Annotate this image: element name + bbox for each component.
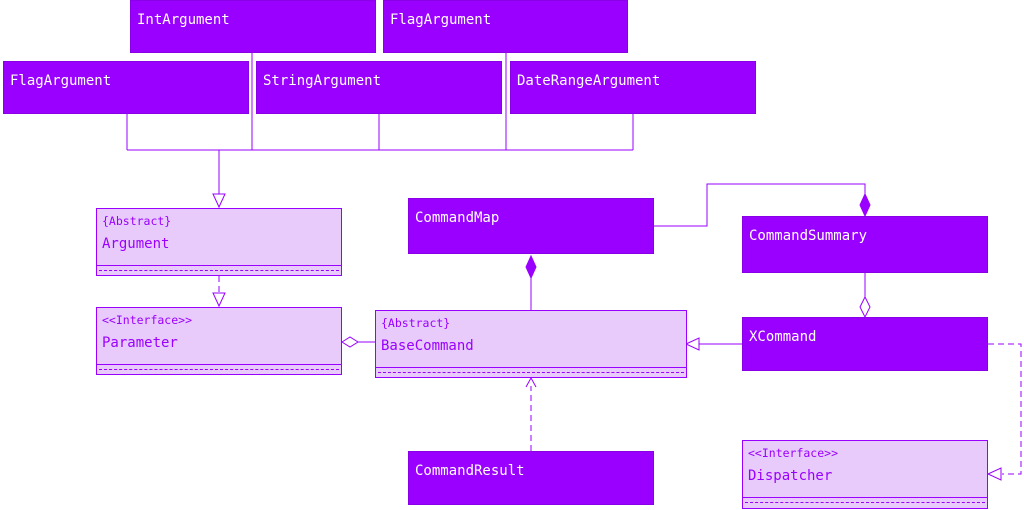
command-map-name: CommandMap <box>415 210 500 226</box>
argument-methods-divider <box>99 270 339 271</box>
composition-diamond-commandsummary <box>859 192 871 218</box>
flag-argument-top-name: FlagArgument <box>390 12 492 28</box>
string-argument-name: StringArgument <box>263 73 382 89</box>
int-argument-name: IntArgument <box>137 12 230 28</box>
aggregation-diamond-parameter <box>341 336 359 348</box>
composition-diamond-commandmap <box>525 254 537 280</box>
base-command-name: BaseCommand <box>381 338 474 354</box>
dependency-arrowhead-basecommand <box>525 376 537 388</box>
command-summary-name: CommandSummary <box>749 228 868 244</box>
parameter-stereotype: <<Interface>> <box>102 313 193 327</box>
parameter-methods-divider <box>99 369 339 370</box>
date-range-argument-name: DateRangeArgument <box>517 73 661 89</box>
dispatcher-interface[interactable]: <<Interface>> Dispatcher <box>742 440 988 509</box>
base-command-abstract-class[interactable]: {Abstract} BaseCommand <box>375 310 687 378</box>
x-command-class[interactable]: XCommand <box>742 317 988 371</box>
flag-argument-top-class[interactable]: FlagArgument <box>383 0 628 53</box>
realization-arrowhead-dispatcher <box>986 467 1002 481</box>
command-map-class[interactable]: CommandMap <box>408 198 654 254</box>
base-command-methods-divider <box>378 372 684 373</box>
dispatcher-stereotype: <<Interface>> <box>748 446 839 460</box>
base-command-attributes-divider <box>376 367 686 368</box>
dispatcher-name: Dispatcher <box>748 468 833 484</box>
argument-name: Argument <box>102 236 170 252</box>
command-result-class[interactable]: CommandResult <box>408 451 654 505</box>
composition-line-commandmap-commandsummary <box>654 183 866 227</box>
parameter-attributes-divider <box>97 364 341 365</box>
aggregation-diamond-xcommand <box>859 295 871 319</box>
realization-arrowhead-parameter <box>212 292 226 308</box>
int-argument-class[interactable]: IntArgument <box>130 0 376 53</box>
command-summary-class[interactable]: CommandSummary <box>742 216 988 273</box>
parameter-interface[interactable]: <<Interface>> Parameter <box>96 307 342 375</box>
realization-line-xcommand-dispatcher <box>988 343 1022 475</box>
flag-argument-left-name: FlagArgument <box>10 73 112 89</box>
generalization-arrowhead-basecommand <box>684 337 700 351</box>
generalization-arrowhead-argument <box>212 193 226 209</box>
command-result-name: CommandResult <box>415 463 525 479</box>
date-range-argument-class[interactable]: DateRangeArgument <box>510 61 756 114</box>
parameter-name: Parameter <box>102 335 178 351</box>
argument-attributes-divider <box>97 265 341 266</box>
x-command-name: XCommand <box>749 329 817 345</box>
base-command-stereotype: {Abstract} <box>381 316 451 330</box>
dispatcher-methods-divider <box>745 502 985 503</box>
flag-argument-left-class[interactable]: FlagArgument <box>3 61 249 114</box>
dispatcher-attributes-divider <box>743 497 987 498</box>
string-argument-class[interactable]: StringArgument <box>256 61 502 114</box>
argument-stereotype: {Abstract} <box>102 214 172 228</box>
argument-abstract-class[interactable]: {Abstract} Argument <box>96 208 342 276</box>
